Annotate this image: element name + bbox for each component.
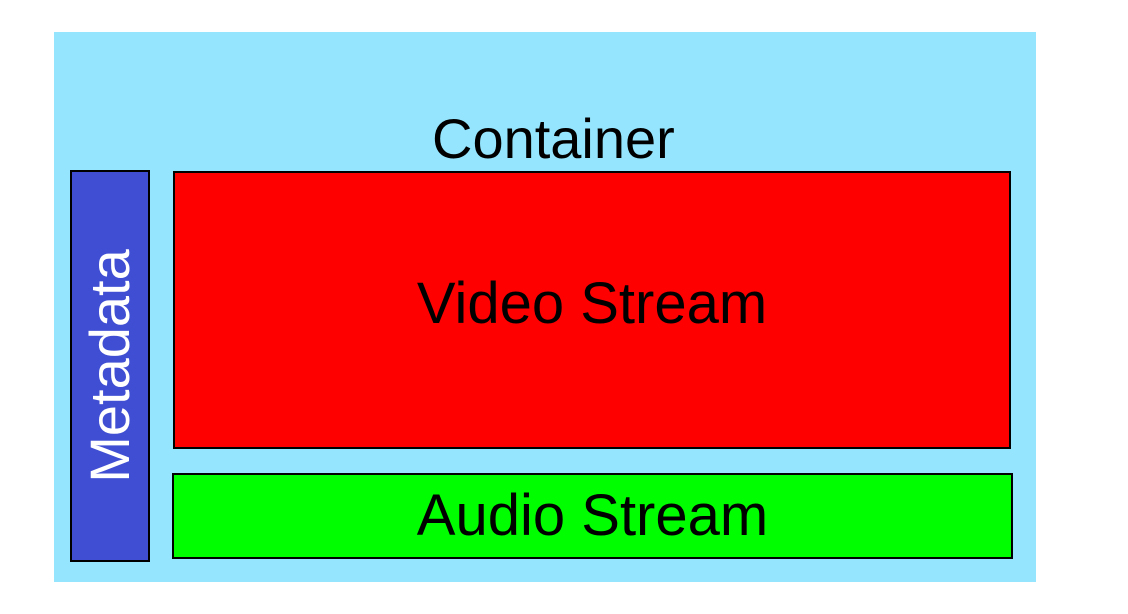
metadata-box: Metadata [70, 170, 150, 562]
video-stream-label: Video Stream [416, 271, 768, 336]
container-label: Container [432, 107, 675, 170]
audio-stream-box: Audio Stream [172, 473, 1013, 559]
audio-stream-label: Audio Stream [416, 483, 769, 548]
metadata-label: Metadata [78, 249, 141, 483]
container-title-row: Container [54, 104, 1036, 174]
video-stream-box: Video Stream [173, 171, 1011, 449]
